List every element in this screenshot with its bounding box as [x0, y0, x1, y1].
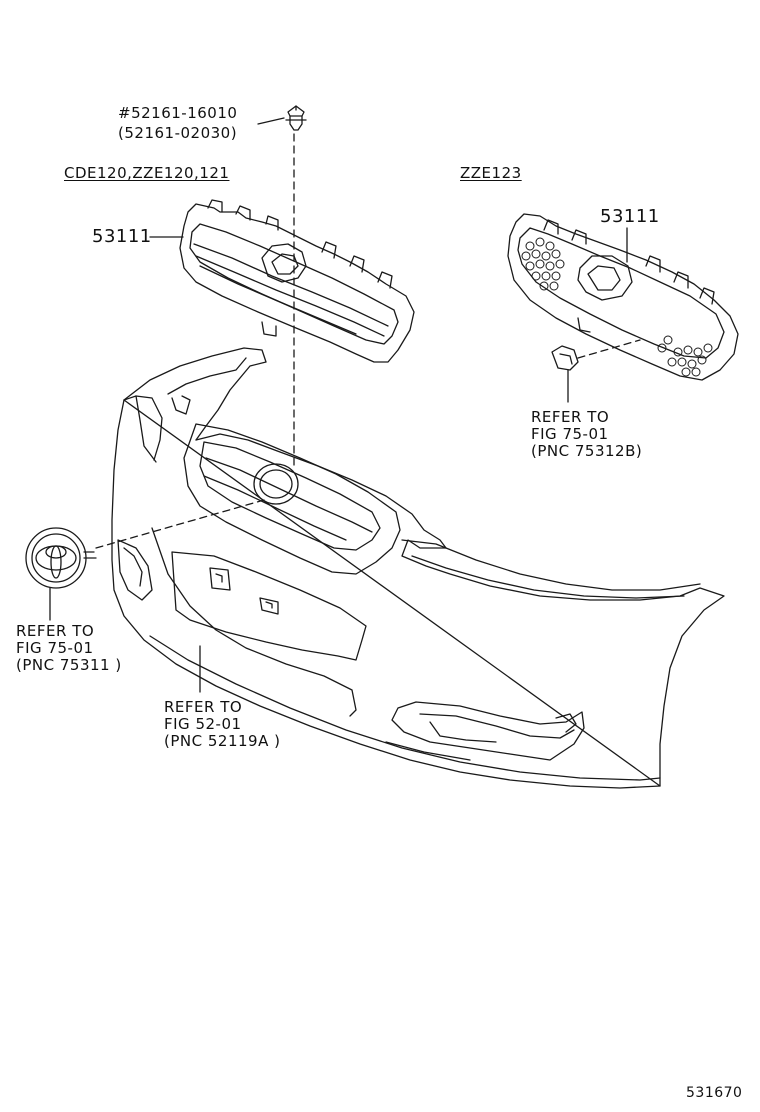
figure-id: 531670	[686, 1085, 743, 1101]
ref-emblem-line1: REFER TO	[16, 622, 95, 640]
grille-right-part-number: 53111	[600, 206, 660, 227]
variant-right-label: ZZE123	[460, 164, 522, 182]
ref-bumper-line2: FIG 52-01	[164, 715, 242, 733]
grille-right	[507, 213, 739, 381]
ref-emblem-line2: FIG 75-01	[16, 639, 94, 657]
push-clip-icon	[285, 105, 307, 131]
ref-bumper-line1: REFER TO	[164, 698, 243, 716]
grille-left	[179, 199, 415, 363]
clip-leader-line	[257, 117, 285, 125]
ref-emblem-line3: (PNC 75311 )	[16, 656, 122, 674]
bracket-dashed-line	[577, 339, 641, 359]
ref-bracket-line1: REFER TO	[531, 408, 610, 426]
ref-bracket-line2: FIG 75-01	[531, 425, 609, 443]
grille-left-part-number: 53111	[92, 226, 152, 247]
ref-bracket-line3: (PNC 75312B)	[531, 442, 643, 460]
variant-left-label: CDE120,ZZE120,121	[64, 164, 230, 182]
ref-bumper-line3: (PNC 52119A )	[164, 732, 281, 750]
toyota-emblem-icon	[25, 527, 97, 589]
clip-part-number: #52161-16010	[118, 104, 238, 122]
bracket-right	[551, 345, 579, 371]
emblem-dashed-line	[95, 499, 265, 549]
front-bumper	[111, 347, 725, 789]
clip-part-number-alt: (52161-02030)	[118, 124, 238, 142]
